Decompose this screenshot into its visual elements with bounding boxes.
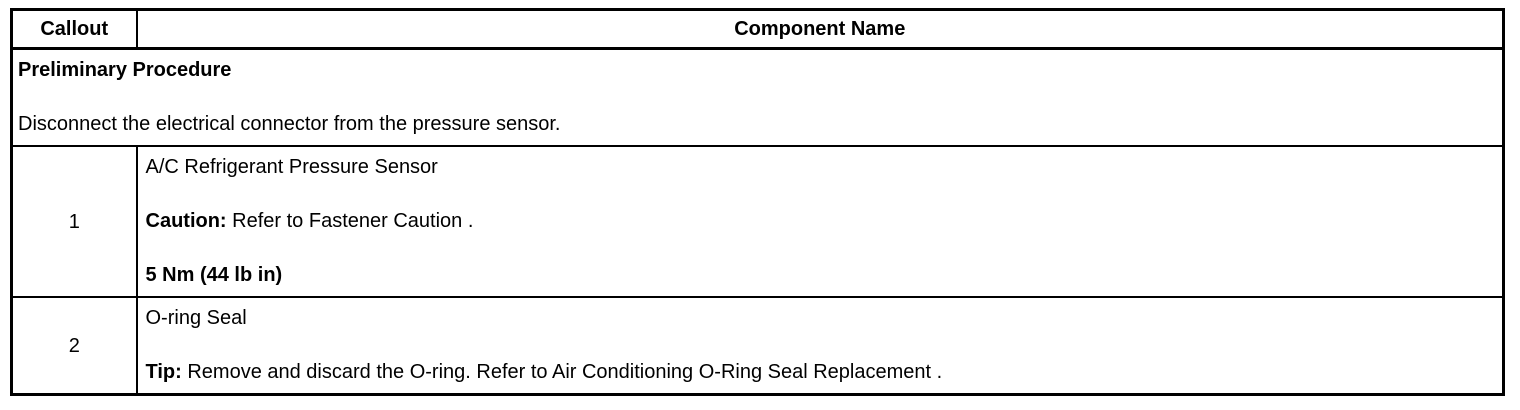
component-table: Callout Component Name Preliminary Proce… — [10, 8, 1505, 396]
component-line: 5 Nm (44 lb in) — [145, 264, 283, 286]
component-name-column-header: Component Name — [135, 8, 1505, 50]
component-line: Caution: Refer to Fastener Caution . — [145, 210, 474, 232]
callout-number: 2 — [10, 296, 138, 396]
component-line: A/C Refrigerant Pressure Sensor — [145, 156, 438, 178]
component-line: O-ring Seal — [145, 307, 247, 329]
header-row: Callout Component Name — [10, 8, 1505, 50]
component-line-label: Tip: — [145, 361, 182, 383]
callout-column-header: Callout — [10, 8, 138, 50]
preliminary-procedure-title: Preliminary Procedure — [18, 59, 232, 81]
preliminary-procedure-row: Preliminary Procedure Disconnect the ele… — [10, 47, 1505, 147]
component-line: Tip: Remove and discard the O-ring. Refe… — [145, 361, 943, 383]
preliminary-procedure-text: Disconnect the electrical connector from… — [18, 113, 561, 135]
component-line-label: Caution: — [145, 210, 227, 232]
callout-number: 1 — [10, 145, 138, 298]
preliminary-procedure-cell: Preliminary Procedure Disconnect the ele… — [10, 47, 1505, 147]
